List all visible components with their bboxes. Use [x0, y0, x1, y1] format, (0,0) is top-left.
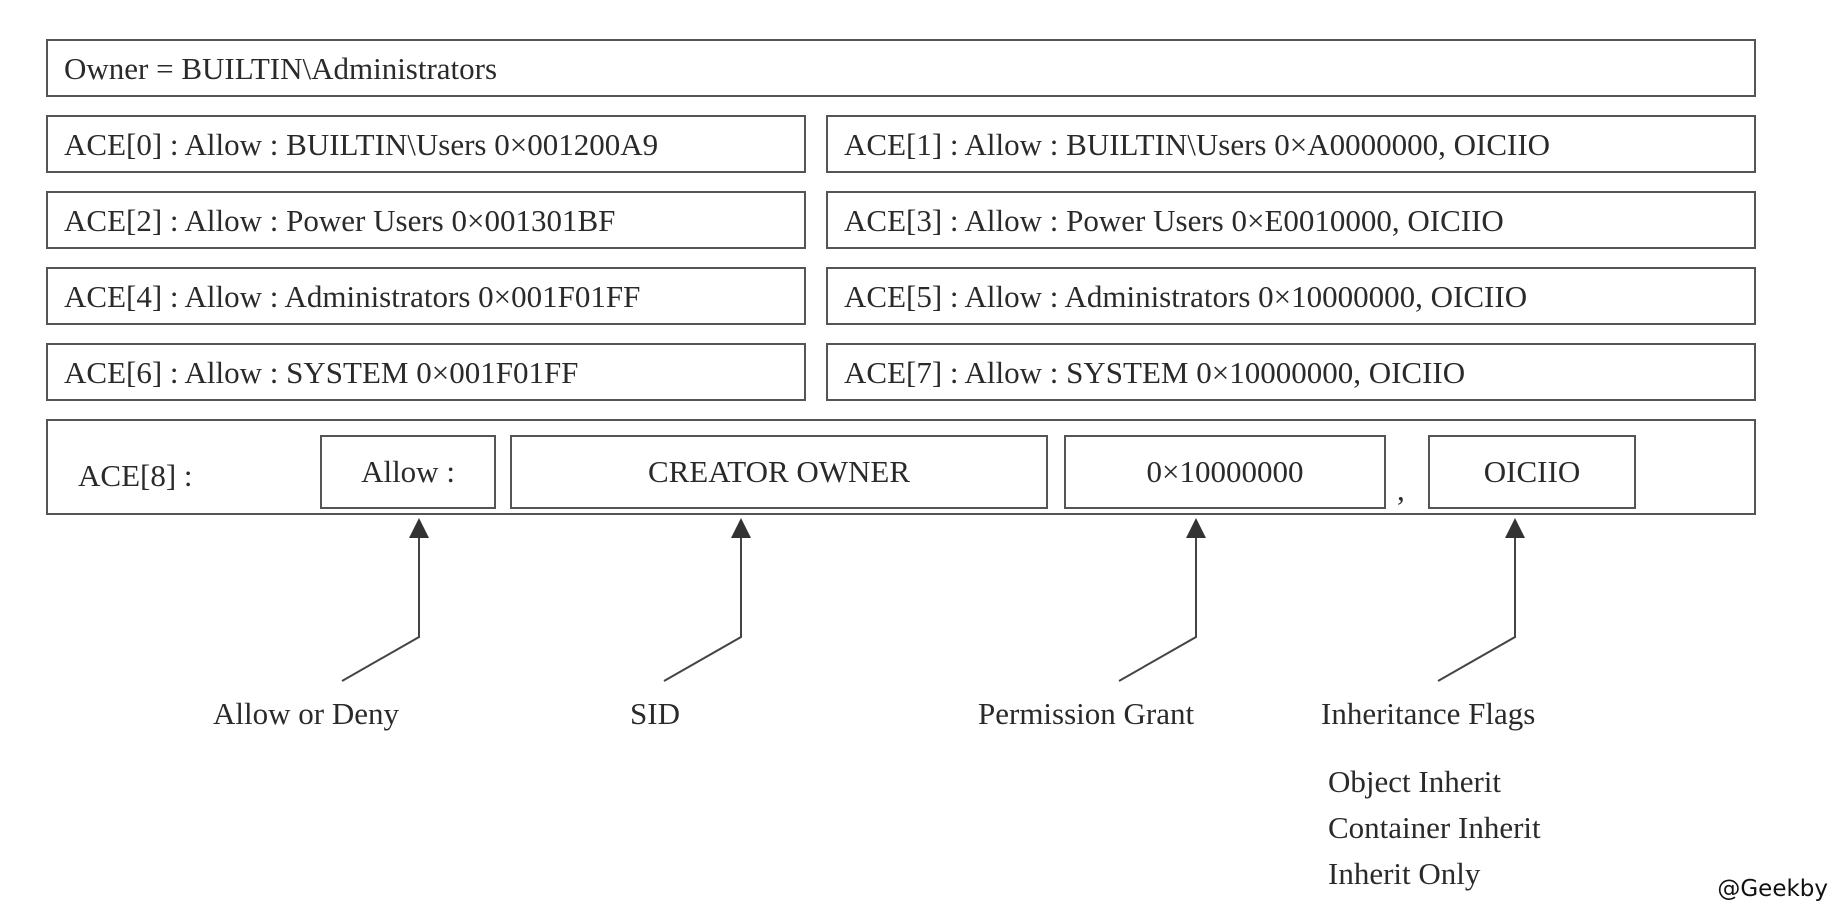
owner-row: Owner = BUILTIN\Administrators — [46, 39, 1756, 97]
ace8-type-box: Allow : — [320, 435, 496, 509]
ace-row-7: ACE[7] : Allow : SYSTEM 0×10000000, OICI… — [826, 343, 1756, 401]
ace-row-6: ACE[6] : Allow : SYSTEM 0×001F01FF — [46, 343, 806, 401]
watermark: @Geekby — [1717, 876, 1828, 902]
ace8-sid-box: CREATOR OWNER — [510, 435, 1048, 509]
flag-container-inherit: Container Inherit — [1328, 810, 1541, 845]
callout-inheritance-flags: Inheritance Flags — [1321, 696, 1536, 731]
ace-row-0: ACE[0] : Allow : BUILTIN\Users 0×001200A… — [46, 115, 806, 173]
arrow-flags — [1437, 530, 1516, 682]
arrowhead-mask — [1186, 518, 1206, 538]
callout-permission-grant: Permission Grant — [978, 696, 1195, 731]
ace-text: ACE[5] : Allow : Administrators 0×100000… — [844, 278, 1528, 314]
ace-text: ACE[6] : Allow : SYSTEM 0×001F01FF — [64, 354, 579, 390]
ace8-sid-text: CREATOR OWNER — [647, 454, 911, 489]
ace-text: ACE[7] : Allow : SYSTEM 0×10000000, OICI… — [844, 354, 1466, 390]
ace-text: ACE[1] : Allow : BUILTIN\Users 0×A000000… — [844, 126, 1551, 162]
flag-inherit-only: Inherit Only — [1328, 856, 1481, 891]
arrowhead-sid — [731, 518, 751, 538]
ace8-flags-box: OICIIO — [1428, 435, 1636, 509]
ace-text: ACE[2] : Allow : Power Users 0×001301BF — [64, 202, 616, 238]
ace-text: ACE[0] : Allow : BUILTIN\Users 0×001200A… — [64, 126, 659, 162]
arrowhead-flags — [1505, 518, 1525, 538]
inheritance-flag-list: Object Inherit Container Inherit Inherit… — [1328, 759, 1541, 897]
ace-row-1: ACE[1] : Allow : BUILTIN\Users 0×A000000… — [826, 115, 1756, 173]
arrow-sid — [663, 530, 742, 682]
ace8-separator: , — [1397, 472, 1405, 507]
callout-sid: SID — [630, 696, 680, 731]
ace8-flags-text: OICIIO — [1483, 454, 1581, 489]
arrowhead-type — [409, 518, 429, 538]
ace-row-3: ACE[3] : Allow : Power Users 0×E0010000,… — [826, 191, 1756, 249]
ace-row-2: ACE[2] : Allow : Power Users 0×001301BF — [46, 191, 806, 249]
ace8-type-text: Allow : — [361, 454, 455, 489]
arrow-mask — [1118, 530, 1197, 682]
ace8-label: ACE[8] : — [78, 458, 193, 493]
ace-row-4: ACE[4] : Allow : Administrators 0×001F01… — [46, 267, 806, 325]
callout-allow-or-deny: Allow or Deny — [213, 696, 399, 731]
ace-text: ACE[4] : Allow : Administrators 0×001F01… — [64, 278, 641, 314]
arrow-type — [341, 530, 420, 682]
ace8-mask-text: 0×10000000 — [1146, 454, 1304, 489]
flag-object-inherit: Object Inherit — [1328, 764, 1502, 799]
ace-text: ACE[3] : Allow : Power Users 0×E0010000,… — [844, 202, 1504, 238]
ace8-mask-box: 0×10000000 — [1064, 435, 1386, 509]
ace-row-5: ACE[5] : Allow : Administrators 0×100000… — [826, 267, 1756, 325]
owner-text: Owner = BUILTIN\Administrators — [64, 50, 498, 86]
